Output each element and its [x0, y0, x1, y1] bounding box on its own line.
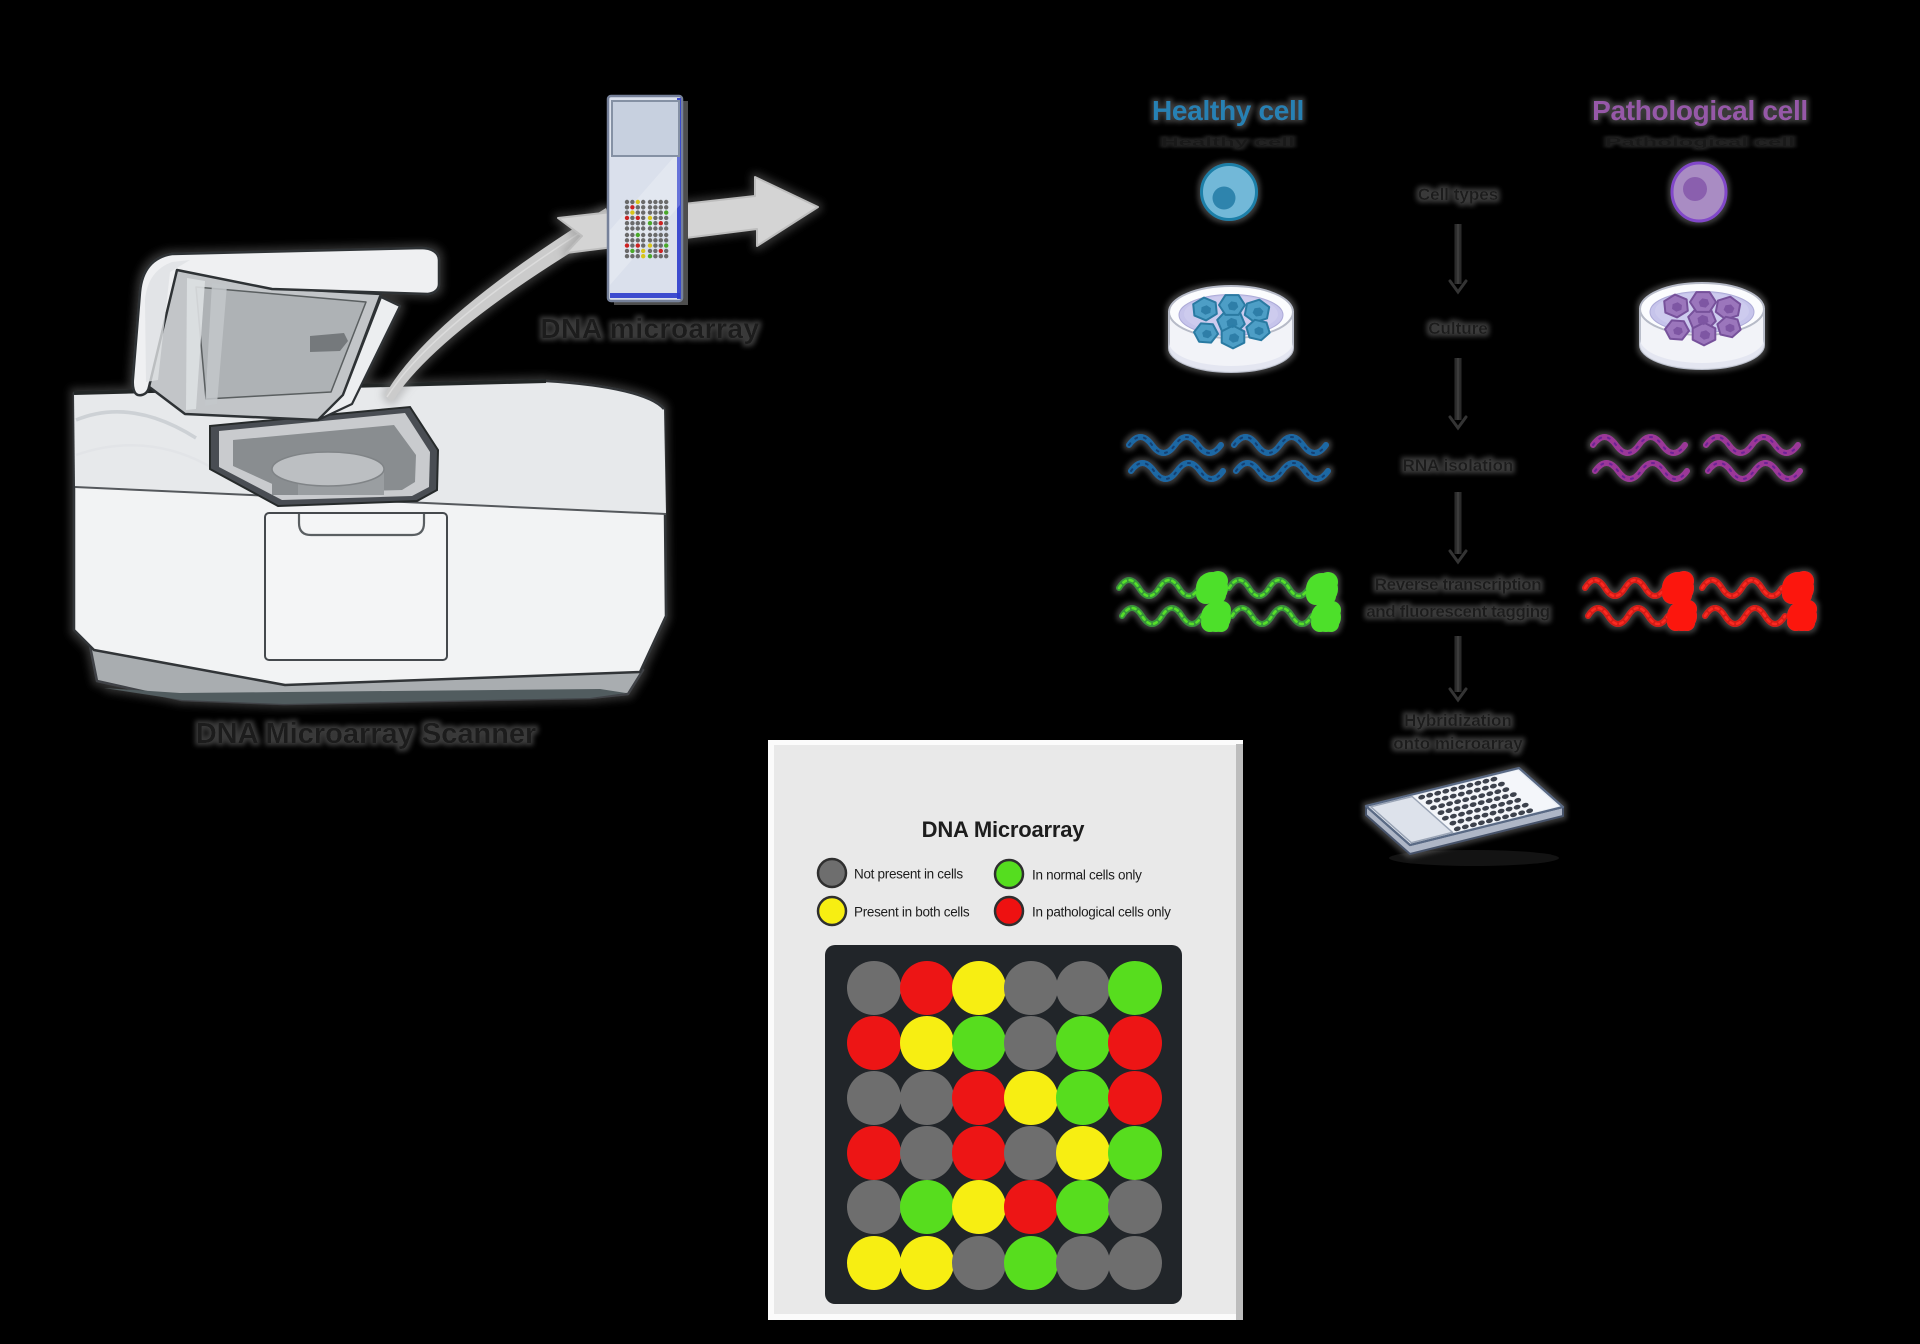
svg-text:onto microarray: onto microarray — [1393, 734, 1523, 753]
svg-text:and fluorescent tagging: and fluorescent tagging — [1366, 602, 1549, 621]
svg-text:Reverse transcription: Reverse transcription — [1375, 575, 1541, 594]
svg-text:Cell types: Cell types — [1418, 185, 1498, 204]
svg-text:Healthy cell: Healthy cell — [1152, 95, 1304, 126]
svg-text:RNA isolation: RNA isolation — [1403, 456, 1514, 475]
svg-text:DNA Microarray: DNA Microarray — [922, 817, 1086, 842]
svg-text:In normal cells only: In normal cells only — [1032, 868, 1142, 883]
svg-text:Pathological cell: Pathological cell — [1592, 95, 1808, 126]
svg-text:Culture: Culture — [1428, 319, 1488, 338]
svg-text:Hybridization: Hybridization — [1404, 711, 1512, 730]
svg-text:Pathological cell: Pathological cell — [1605, 136, 1794, 149]
svg-text:Present in both cells: Present in both cells — [854, 905, 970, 920]
svg-text:DNA microarray: DNA microarray — [540, 313, 759, 344]
svg-text:Healthy cell: Healthy cell — [1161, 136, 1294, 149]
svg-text:In pathological cells only: In pathological cells only — [1032, 905, 1171, 920]
svg-text:DNA Microarray Scanner: DNA Microarray Scanner — [196, 718, 537, 750]
svg-text:Not present in cells: Not present in cells — [854, 867, 963, 882]
